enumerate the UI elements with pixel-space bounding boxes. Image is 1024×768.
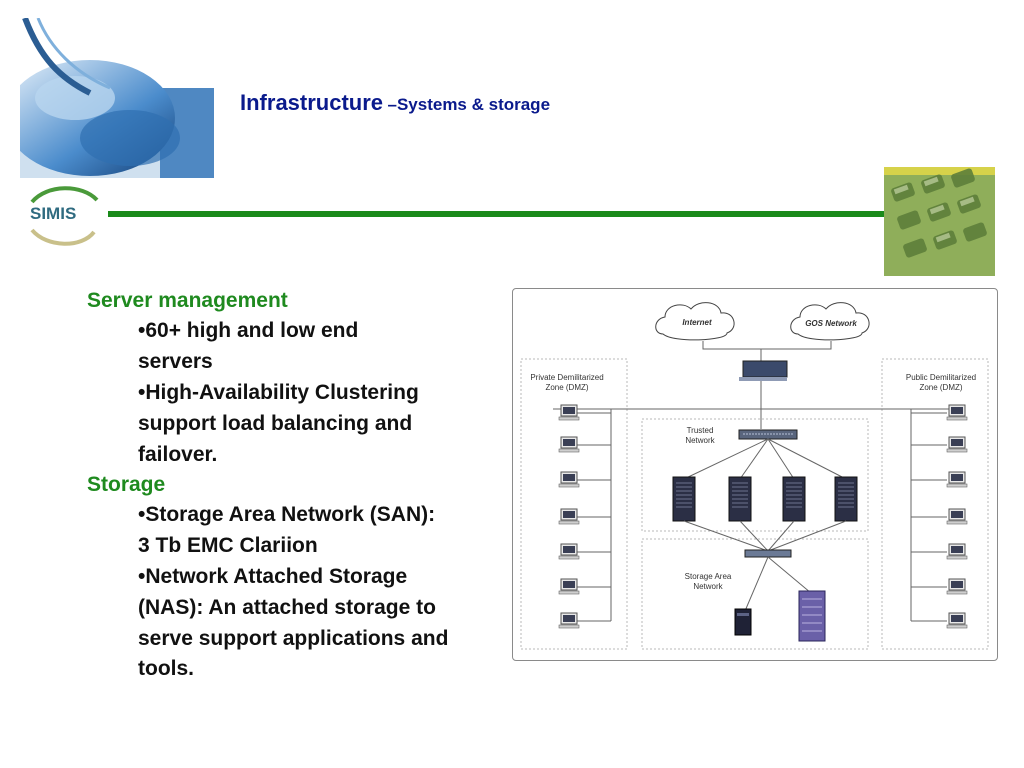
san-switch-icon: [744, 549, 792, 558]
keyboard-image: [884, 167, 995, 276]
trusted-network-label: Trusted Network: [685, 426, 715, 445]
computer-mouse-image: [5, 16, 214, 178]
gos-network-label: GOS Network: [805, 319, 857, 328]
title-main: Infrastructure: [240, 90, 384, 115]
storage-heading: Storage: [87, 473, 166, 496]
server-management-heading: Server management: [87, 289, 288, 312]
network-diagram: Internet GOS Network Private Demilitariz…: [512, 288, 998, 661]
logo-text: SIMIS: [30, 204, 77, 223]
storage-area-network-zone: [641, 538, 869, 650]
gos-network-cloud-icon: [790, 302, 870, 341]
workstation-icon: [946, 612, 968, 629]
storage-area-network-label: Storage Area Network: [684, 572, 732, 591]
title-sub: –Systems & storage: [387, 95, 551, 114]
trusted-network-zone: [641, 418, 869, 532]
bullet-servers: •60+ high and low end servers: [138, 319, 359, 373]
server-icon: [834, 476, 858, 522]
workstation-icon: [558, 578, 580, 595]
workstation-icon: [558, 436, 580, 453]
workstation-icon: [558, 471, 580, 488]
logo-swoosh-icon: [30, 186, 99, 246]
workstation-icon: [558, 404, 580, 421]
header-divider: [108, 211, 886, 217]
server-icon: [728, 476, 752, 522]
workstation-icon: [558, 612, 580, 629]
simis-logo: SIMIS: [22, 182, 102, 248]
san-storage-array-icon: [798, 590, 826, 642]
workstation-icon: [946, 508, 968, 525]
page-title: Infrastructure –Systems & storage: [240, 90, 550, 116]
server-icon: [672, 476, 696, 522]
bullet-san: •Storage Area Network (SAN): 3 Tb EMC Cl…: [138, 503, 436, 557]
network-switch-icon: [738, 429, 798, 440]
private-dmz-zone: [520, 358, 628, 650]
bullet-ha-clustering: •High-Availability Clustering support lo…: [138, 381, 419, 466]
header-photo: [5, 16, 214, 178]
workstation-icon: [946, 471, 968, 488]
public-dmz-zone: [881, 358, 989, 650]
bullet-nas: •Network Attached Storage (NAS): An atta…: [138, 565, 449, 681]
router-icon: [739, 360, 788, 381]
private-dmz-label: Private Demilitarized Zone (DMZ): [530, 373, 604, 392]
keyboard-photo: [884, 167, 995, 276]
workstation-icon: [558, 543, 580, 560]
workstation-icon: [946, 543, 968, 560]
nas-storage-icon: [734, 608, 752, 636]
public-dmz-label: Public Demilitarized Zone (DMZ): [905, 373, 977, 392]
workstation-icon: [946, 404, 968, 421]
internet-cloud-icon: [655, 302, 735, 341]
network-diagram-svg: [520, 302, 989, 650]
workstation-icon: [946, 436, 968, 453]
workstation-icon: [558, 508, 580, 525]
internet-label: Internet: [682, 318, 712, 327]
workstation-icon: [946, 578, 968, 595]
server-icon: [782, 476, 806, 522]
